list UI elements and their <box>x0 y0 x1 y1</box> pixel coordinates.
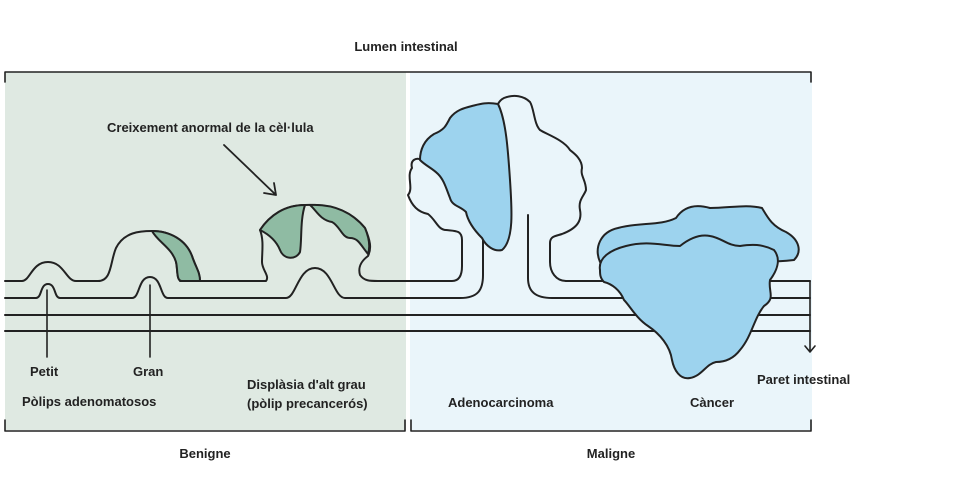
adenocarcinoma-tumor <box>419 102 513 252</box>
cancer-label: Càncer <box>690 395 735 410</box>
wall-layer-2 <box>4 237 484 299</box>
large-polyp-abnormal-cells <box>151 230 201 282</box>
cancer-tumor-main <box>598 234 779 380</box>
malignant-bracket <box>410 419 812 432</box>
malignant-label: Maligne <box>586 446 636 461</box>
dysplasia-label-line1: Displàsia d'alt grau <box>247 377 366 392</box>
dysplasia-label-line2: (pòlip precancerós) <box>247 396 368 411</box>
wall-layer-2-right <box>527 214 811 299</box>
dysplasia-abnormal-cells-right <box>309 203 371 255</box>
wall-right-edge <box>804 280 816 353</box>
small-label: Petit <box>30 364 59 379</box>
dysplasia-abnormal-cells-left <box>259 204 306 259</box>
large-label: Gran <box>133 364 164 379</box>
benign-label: Benigne <box>179 446 231 461</box>
lumen-bracket <box>4 71 812 83</box>
arrow-icon <box>223 144 277 196</box>
abnormal-growth-label: Creixement anormal de la cèl·lula <box>107 120 314 135</box>
adenocarcinoma-label: Adenocarcinoma <box>448 395 554 410</box>
benign-bracket <box>4 419 406 432</box>
lumen-label: Lumen intestinal <box>354 39 458 54</box>
mucosa-surface-right <box>497 94 587 282</box>
benign-panel <box>5 72 406 430</box>
wall-label: Paret intestinal <box>757 372 851 387</box>
adenomatous-polyps-label: Pòlips adenomatosos <box>22 394 157 409</box>
